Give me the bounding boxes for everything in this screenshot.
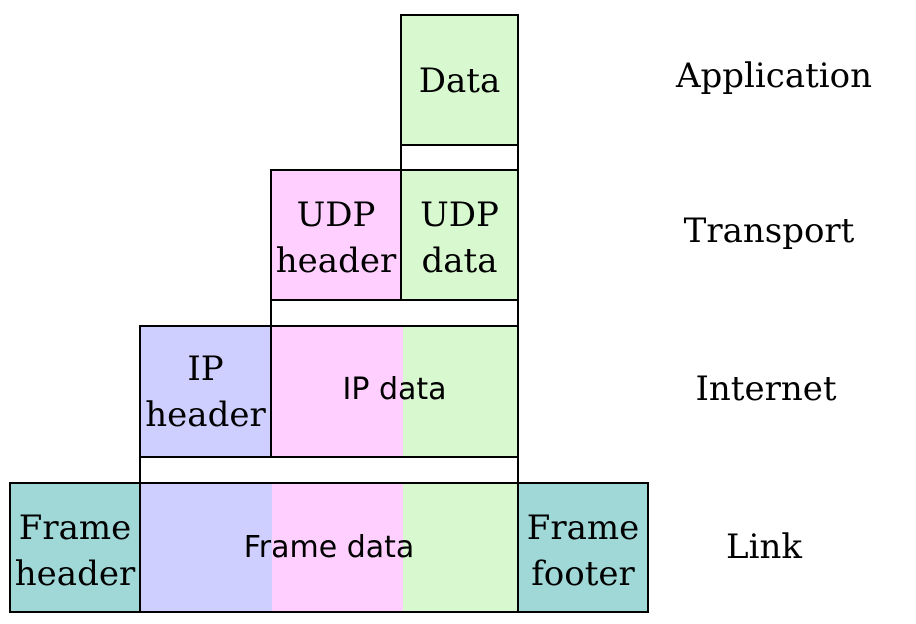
frame-header-block [9,482,141,613]
frame-data-label: Frame data [243,530,415,565]
layer-label-application: Application [675,56,873,96]
application-data-label: Data [418,61,501,101]
transport-internet-connector [270,299,519,327]
frame-footer-label: Frame footer [526,508,640,594]
ip-header-label: IP header [145,349,266,435]
ip-data-block [270,325,519,458]
ip-data-label: IP data [342,372,447,407]
layer-label-link: Link [726,527,802,567]
layer-label-internet: Internet [695,369,837,409]
frame-footer-block [517,482,649,613]
frame-header-label: Frame header [14,508,136,594]
udp-data-label: UDP data [420,195,499,281]
frame-data-block [139,482,519,613]
application-transport-connector [400,144,519,171]
udp-header-label: UDP header [275,195,397,281]
application-data-block [400,14,519,146]
udp-header-block [270,169,402,301]
internet-link-connector [139,456,519,484]
layer-label-transport: Transport [683,211,855,251]
udp-data-block [400,169,519,301]
